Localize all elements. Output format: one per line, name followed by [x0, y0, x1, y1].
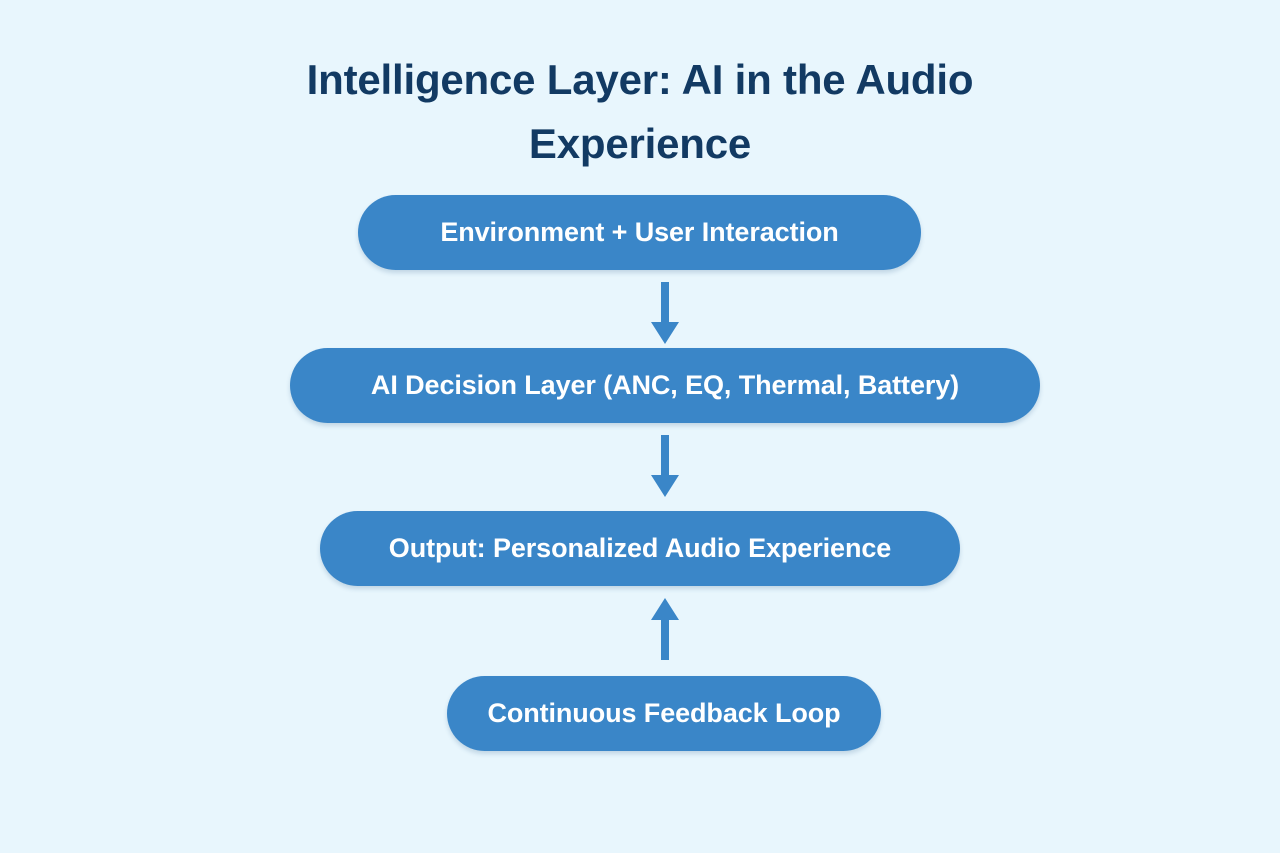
flow-node-output-personalized-audio[interactable]: Output: Personalized Audio Experience: [320, 511, 960, 586]
flow-node-label: Environment + User Interaction: [440, 216, 839, 247]
flow-node-label: Output: Personalized Audio Experience: [388, 532, 892, 563]
arrow-down-icon-ai-to-output: [643, 435, 687, 497]
arrow-up-icon-feedback-to-output: [643, 598, 687, 660]
flow-node-ai-decision-layer[interactable]: AI Decision Layer (ANC, EQ, Thermal, Bat…: [290, 348, 1040, 423]
flow-node-label: Continuous Feedback Loop: [487, 697, 841, 728]
flow-node-continuous-feedback-loop[interactable]: Continuous Feedback Loop: [447, 676, 881, 751]
flow-node-environment-user-interaction[interactable]: Environment + User Interaction: [358, 195, 921, 270]
flow-node-label: AI Decision Layer (ANC, EQ, Thermal, Bat…: [370, 369, 960, 400]
page-title: Intelligence Layer: AI in the Audio Expe…: [306, 56, 974, 167]
arrow-down-icon-env-to-ai: [643, 282, 687, 344]
